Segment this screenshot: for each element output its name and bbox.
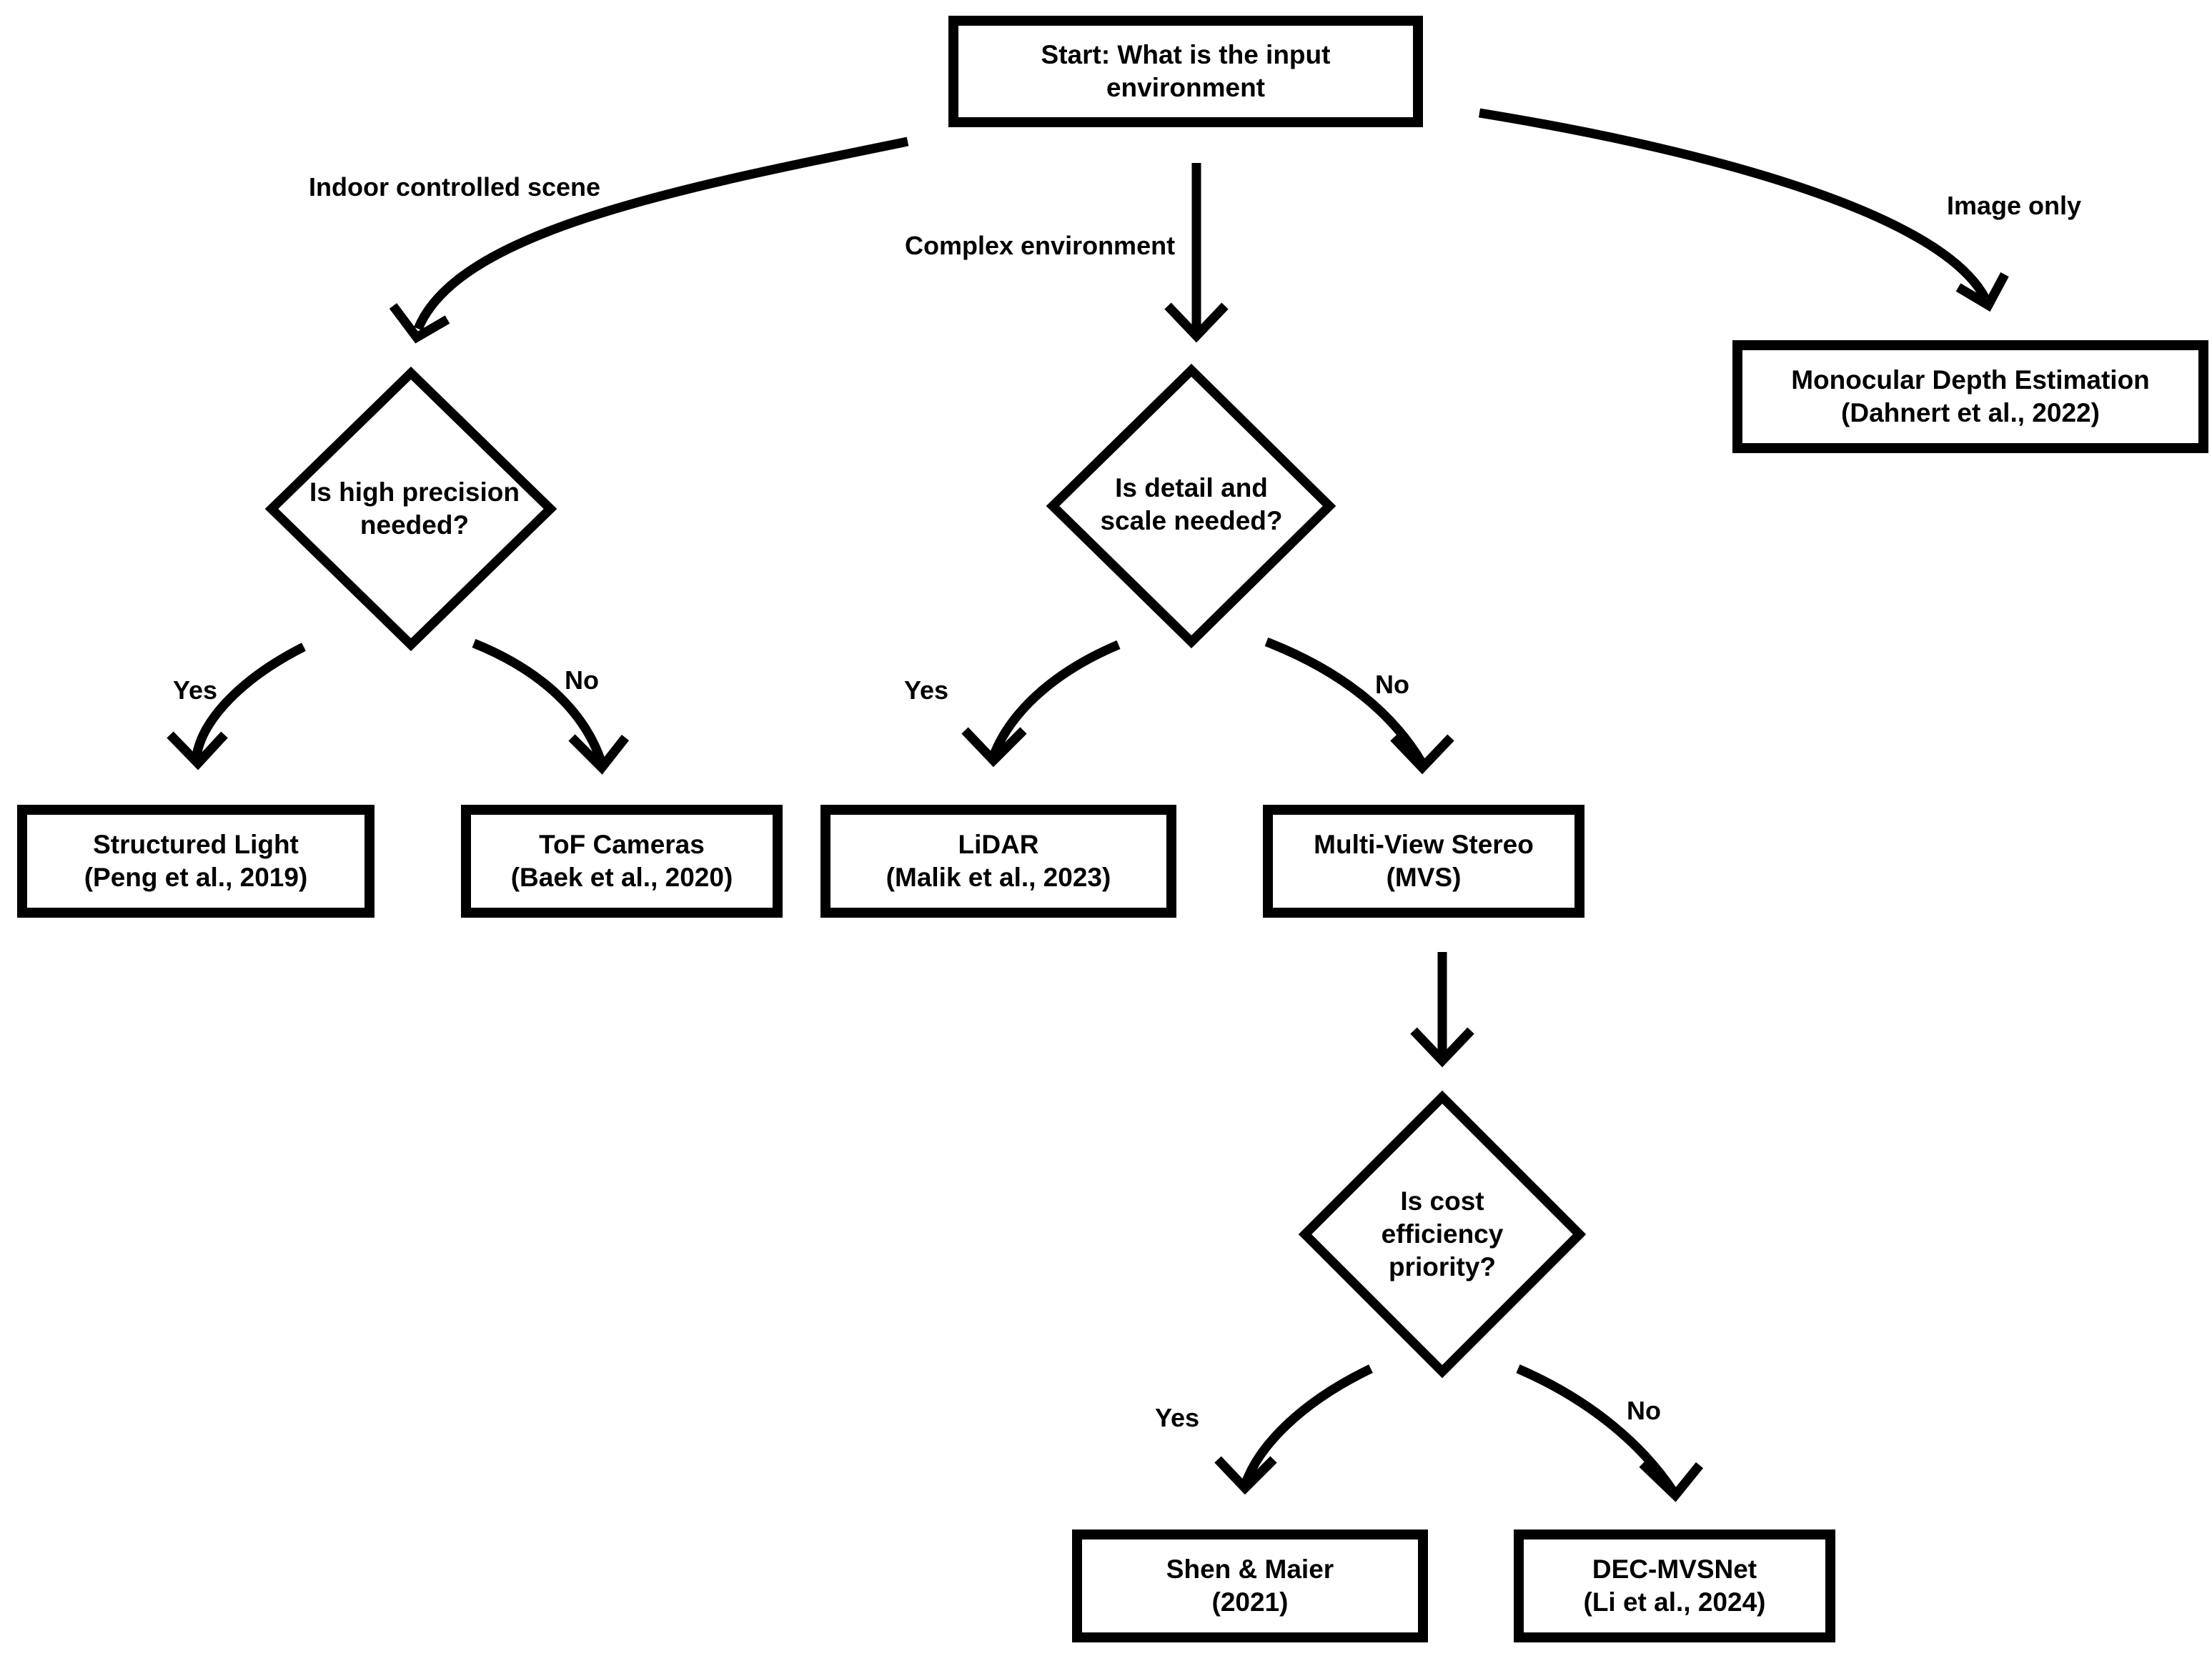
shen-maier-node-text: Shen & Maier (2021) <box>1166 1555 1334 1617</box>
edge-label-indoor: Indoor controlled scene <box>309 172 601 202</box>
tof-node-text: ToF Cameras (Baek et al., 2020) <box>510 830 733 892</box>
arrowhead-precision-yes <box>167 731 228 770</box>
edge-precision-no <box>472 638 607 765</box>
mvs-node-text: Multi-View Stereo (MVS) <box>1314 830 1534 892</box>
dec-mvsnet-node: DEC-MVSNet (Li et al., 2024) <box>1514 1529 1835 1642</box>
start-node: Start: What is the input environment <box>948 16 1423 127</box>
mvs-node: Multi-View Stereo (MVS) <box>1263 805 1584 918</box>
edge-label-precision-no: No <box>565 665 599 695</box>
edge-label-image-only: Image only <box>1947 191 2082 220</box>
dec-mvsnet-node-text: DEC-MVSNet (Li et al., 2024) <box>1583 1555 1766 1617</box>
cost-question-label: Is cost efficiency priority? <box>1381 1186 1504 1281</box>
arrowhead-start-to-detail <box>1164 302 1229 343</box>
edge-detail-yes <box>988 640 1121 758</box>
precision-question-label: Is high precision needed? <box>309 477 520 540</box>
monocular-node: Monocular Depth Estimation (Dahnert et a… <box>1732 340 2208 453</box>
arrowhead-cost-yes <box>1214 1456 1277 1495</box>
diamond-shape-precision <box>264 366 557 652</box>
edge-label-cost-no: No <box>1627 1396 1661 1425</box>
arrowhead-cost-no <box>1639 1460 1704 1502</box>
lidar-node-text: LiDAR (Malik et al., 2023) <box>886 830 1111 892</box>
edge-label-precision-yes: Yes <box>173 675 218 705</box>
start-node-text: Start: What is the input environment <box>1041 40 1331 102</box>
edge-start-to-monocular <box>1478 108 1990 301</box>
arrowhead-start-to-precision <box>389 303 450 344</box>
arrowhead-mvs-to-cost <box>1410 1027 1474 1068</box>
edge-start-to-precision <box>413 137 909 331</box>
structured-light-node-text: Structured Light (Peng et al., 2019) <box>84 830 308 892</box>
monocular-node-text: Monocular Depth Estimation (Dahnert et a… <box>1791 365 2150 427</box>
edge-cost-no <box>1516 1364 1678 1495</box>
edge-label-complex: Complex environment <box>905 231 1176 260</box>
arrowhead-detail-yes <box>961 727 1027 768</box>
diamond-shape-detail <box>1046 363 1336 649</box>
arrowhead-start-to-monocular <box>1955 272 2009 312</box>
arrowhead-detail-no <box>1390 734 1454 775</box>
edge-label-cost-yes: Yes <box>1155 1403 1200 1432</box>
structured-light-node: Structured Light (Peng et al., 2019) <box>17 805 375 918</box>
edge-label-detail-yes: Yes <box>904 675 949 705</box>
lidar-node: LiDAR (Malik et al., 2023) <box>820 805 1176 918</box>
edge-detail-no <box>1264 637 1427 766</box>
edge-cost-yes <box>1240 1364 1373 1487</box>
arrowhead-precision-no <box>568 734 630 775</box>
edge-precision-yes <box>192 643 306 758</box>
tof-node: ToF Cameras (Baek et al., 2020) <box>461 805 783 918</box>
diamond-shape-cost <box>1298 1090 1587 1379</box>
shen-maier-node: Shen & Maier (2021) <box>1072 1529 1428 1642</box>
detail-question-label: Is detail and scale needed? <box>1100 473 1283 535</box>
edge-label-detail-no: No <box>1375 670 1409 699</box>
